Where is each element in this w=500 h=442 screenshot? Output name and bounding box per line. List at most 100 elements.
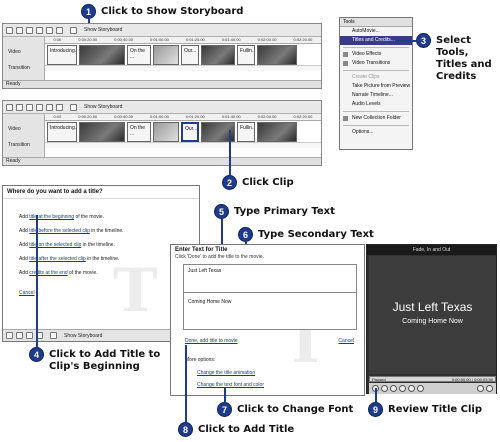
tools-menu-header[interactable]: Tools bbox=[340, 18, 412, 27]
zoom-out-icon[interactable] bbox=[36, 26, 43, 34]
menu-item-narrate-timeline[interactable]: Narrate Timeline... bbox=[352, 92, 393, 98]
secondary-text-input[interactable]: Coming Home Now bbox=[188, 299, 232, 305]
timeline-clip[interactable]: Fullin... bbox=[237, 122, 255, 142]
timeline-clip[interactable] bbox=[153, 45, 179, 65]
zoom-out-icon[interactable] bbox=[36, 103, 43, 111]
selected-clip[interactable]: Our... bbox=[181, 122, 199, 142]
previous-frame-icon[interactable] bbox=[399, 385, 406, 392]
timeline-clip[interactable] bbox=[153, 122, 179, 142]
link-title-before-clip[interactable]: title before the selected clip bbox=[29, 228, 90, 234]
snapshot-icon[interactable] bbox=[486, 385, 493, 392]
step-4-badge: 4 bbox=[29, 347, 44, 362]
step-4-callout: 4 Click to Add Title to Clip's Beginning bbox=[29, 347, 160, 373]
play-icon[interactable] bbox=[56, 26, 63, 34]
storyboard-icon[interactable] bbox=[70, 103, 77, 111]
zoom-in-icon[interactable] bbox=[26, 103, 33, 111]
link-title-at-beginning[interactable]: title at the beginning bbox=[29, 214, 75, 220]
next-frame-icon[interactable] bbox=[408, 385, 415, 392]
step-7-callout: 7 Click to Change Font bbox=[217, 402, 353, 417]
panel-instructions: Click 'Done' to add the title to the mov… bbox=[175, 254, 264, 260]
menu-item-take-picture[interactable]: Take Picture from Preview bbox=[352, 83, 411, 89]
status-bar: Ready bbox=[3, 80, 321, 88]
timeline-toolbar: Show Storyboard bbox=[3, 24, 321, 37]
timeline-clip[interactable]: On the ... bbox=[127, 45, 151, 65]
timeline-clip[interactable] bbox=[201, 122, 235, 142]
panel-title: Enter Text for Title bbox=[175, 247, 228, 253]
menu-item-video-transitions[interactable]: Video Transitions bbox=[340, 59, 412, 68]
step-2-label: Click Clip bbox=[242, 176, 294, 188]
split-icon[interactable] bbox=[477, 385, 484, 392]
timeline-clip[interactable]: Fullin... bbox=[237, 45, 255, 65]
menu-item-titles-and-credits[interactable]: Titles and Credits... bbox=[340, 36, 412, 45]
effects-icon bbox=[343, 52, 348, 57]
step-1-badge: 1 bbox=[81, 4, 96, 19]
preview-monitor: Fade, In and Out Just Left Texas Coming … bbox=[366, 244, 497, 394]
transition-track[interactable] bbox=[45, 65, 321, 71]
monitor-title: Fade, In and Out bbox=[367, 245, 496, 255]
step-5-callout: 5 Type Primary Text bbox=[214, 204, 335, 219]
forward-icon[interactable] bbox=[417, 385, 424, 392]
playback-status: Paused bbox=[372, 377, 386, 382]
step-1-label: Click to Show Storyboard bbox=[101, 5, 244, 17]
narrate-icon[interactable] bbox=[6, 26, 13, 34]
zoom-in-icon[interactable] bbox=[16, 332, 23, 339]
timeline-clip[interactable]: Introducing... bbox=[47, 122, 77, 142]
option-title-after-clip: Add title after the selected clip in the… bbox=[19, 256, 120, 262]
rewind-icon[interactable] bbox=[46, 26, 53, 34]
timeline-clip[interactable] bbox=[79, 122, 125, 142]
narrate-icon[interactable] bbox=[6, 332, 13, 339]
show-storyboard-button[interactable]: Show Storyboard bbox=[64, 332, 103, 339]
step-1-callout: 1 Click to Show Storyboard bbox=[81, 4, 243, 19]
menu-item-new-collection-folder[interactable]: New Collection Folder bbox=[340, 114, 412, 123]
timeline-clip[interactable] bbox=[201, 45, 235, 65]
cancel-link[interactable]: Cancel bbox=[19, 290, 35, 296]
step-6-badge: 6 bbox=[238, 227, 253, 242]
step-3-badge: 3 bbox=[416, 33, 431, 48]
step-7-label: Click to Change Font bbox=[237, 403, 354, 415]
audio-levels-icon[interactable] bbox=[16, 26, 23, 34]
show-storyboard-button[interactable]: Show Storyboard bbox=[84, 27, 123, 33]
cancel-link[interactable]: Cancel bbox=[338, 338, 354, 344]
timeline-clip[interactable]: Introducing... bbox=[47, 45, 77, 65]
show-storyboard-button[interactable]: Show Storyboard bbox=[84, 104, 123, 110]
track-video-label: Video bbox=[8, 49, 21, 55]
timeline-clip[interactable]: On the ... bbox=[127, 122, 151, 142]
storyboard-icon[interactable] bbox=[50, 332, 57, 339]
play-icon[interactable] bbox=[56, 103, 63, 111]
step-8-callout: 8 Click to Add Title bbox=[178, 422, 294, 437]
narrate-icon[interactable] bbox=[6, 103, 13, 111]
primary-text-input[interactable]: Just Left Texas bbox=[188, 268, 222, 274]
link-credits-at-end[interactable]: credits at the end bbox=[29, 270, 68, 276]
menu-item-video-effects[interactable]: Video Effects bbox=[340, 50, 412, 59]
audio-levels-icon[interactable] bbox=[16, 103, 23, 111]
timeline-clip[interactable] bbox=[257, 45, 297, 65]
menu-item-automovie[interactable]: AutoMovie... bbox=[352, 28, 380, 34]
rewind-icon[interactable] bbox=[46, 103, 53, 111]
step-7-badge: 7 bbox=[217, 402, 232, 417]
rewind-icon[interactable] bbox=[390, 385, 397, 392]
timeline-clip[interactable]: Our... bbox=[181, 45, 199, 65]
title-text-area[interactable]: Just Left Texas Coming Home Now bbox=[183, 264, 357, 330]
done-add-title-link[interactable]: Done, add title to movie bbox=[185, 338, 238, 344]
menu-item-options[interactable]: Options... bbox=[352, 129, 374, 135]
link-title-after-clip[interactable]: title after the selected clip bbox=[29, 256, 86, 262]
track-transition-label: Transition bbox=[8, 65, 30, 71]
stop-icon[interactable] bbox=[381, 385, 388, 392]
option-credits-at-end: Add credits at the end of the movie. bbox=[19, 270, 98, 276]
zoom-in-icon[interactable] bbox=[26, 26, 33, 34]
seek-bar[interactable]: Paused 0:00:00.00 / 0:00:03.50 bbox=[369, 376, 496, 382]
timeline-clip[interactable] bbox=[79, 45, 125, 65]
timeline-clip[interactable] bbox=[257, 122, 297, 142]
link-title-on-clip[interactable]: title on the selected clip bbox=[29, 242, 82, 248]
change-font-link[interactable]: Change the text font and color bbox=[197, 382, 264, 388]
step-8-label: Click to Add Title bbox=[198, 423, 295, 435]
transition-track[interactable] bbox=[45, 142, 321, 148]
storyboard-icon[interactable] bbox=[70, 26, 77, 34]
change-animation-link[interactable]: Change the title animation bbox=[197, 370, 256, 376]
menu-item-audio-levels[interactable]: Audio Levels bbox=[352, 101, 381, 107]
step-4-label: Click to Add Title to Clip's Beginning bbox=[49, 349, 161, 372]
rewind-icon[interactable] bbox=[26, 332, 33, 339]
